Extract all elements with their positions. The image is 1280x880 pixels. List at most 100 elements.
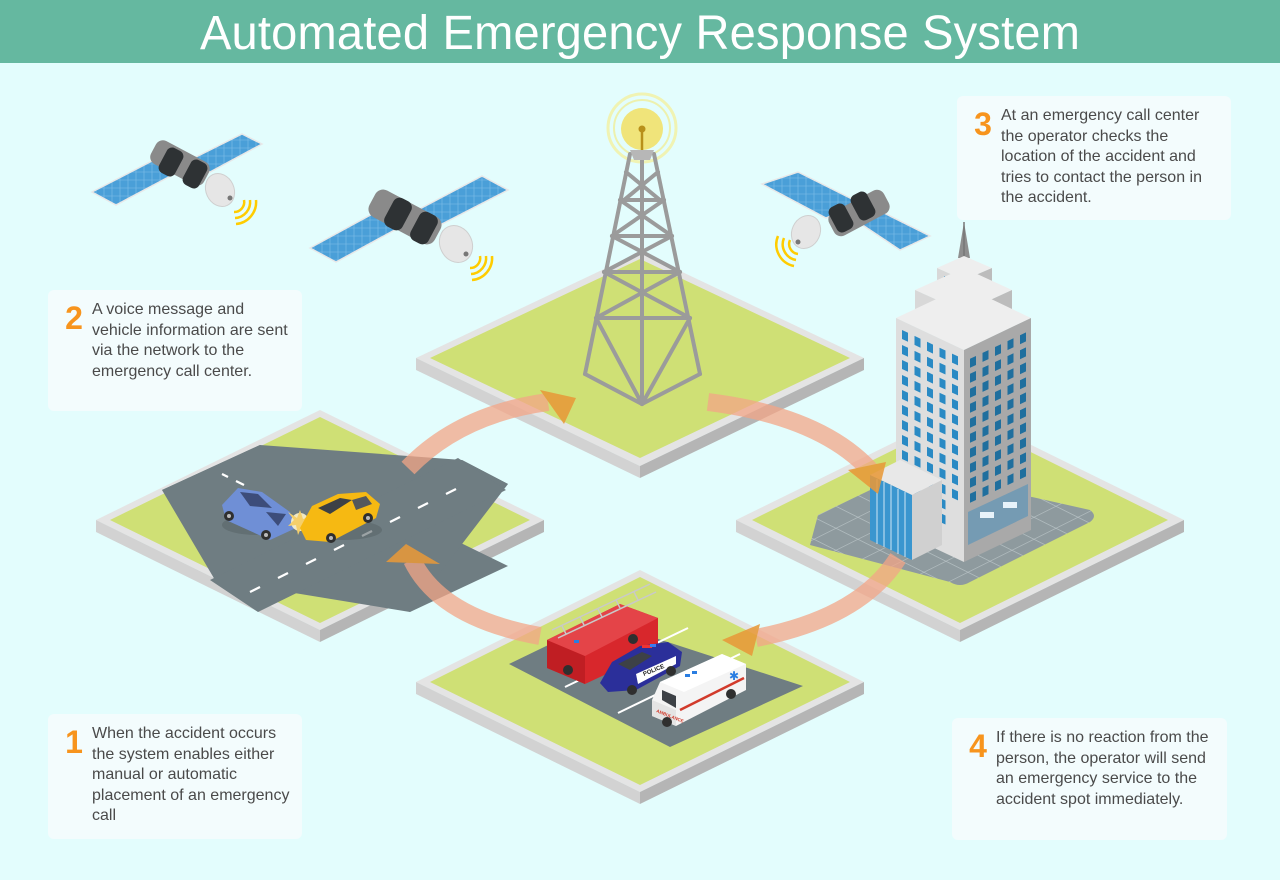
window [995,359,1001,371]
window [982,485,989,497]
window [952,368,958,381]
window [1020,452,1026,465]
step-description: When the accident occurs the system enab… [92,725,290,824]
window [982,455,989,467]
window [902,360,908,372]
window [927,386,933,399]
window [1007,443,1014,456]
window [1020,377,1026,390]
ambulance-icon: AMBULANCE ✱ [652,654,746,727]
flow-arrow-icon [706,393,886,494]
window [939,422,946,435]
window [952,428,958,441]
window [1020,392,1026,405]
window [927,371,933,384]
window [1020,437,1026,450]
window [970,386,976,398]
window [902,345,908,357]
step-card-4: 4 If there is no reaction from the perso… [952,718,1227,840]
window [952,443,958,456]
window [952,353,958,366]
window [927,446,933,459]
window [952,398,958,411]
window [939,437,946,450]
window [902,375,908,387]
window [982,350,989,362]
window [952,413,958,426]
window [995,434,1001,446]
flow-arrow-icon [386,544,542,645]
window [1007,368,1014,381]
window [939,392,946,405]
step-description: If there is no reaction from the person,… [996,729,1209,808]
window [1020,347,1026,360]
window [1007,413,1014,426]
step-card-1: 1 When the accident occurs the system en… [48,714,302,839]
window [927,461,933,474]
window [902,330,908,342]
window [952,458,958,471]
office-building-icon [870,222,1031,562]
window [970,446,976,458]
window [970,461,976,473]
window [1020,332,1026,345]
flow-arrow-icon [722,553,906,656]
window [914,440,921,453]
satellite-icon [90,133,264,226]
page-title: Automated Emergency Response System [199,7,1081,60]
window [970,356,976,368]
window [970,401,976,413]
step-card-3: 3 At an emergency call center the operat… [957,96,1231,220]
step-card-2: 2 A voice message and vehicle informatio… [48,290,302,411]
window [939,467,946,480]
window [939,362,946,375]
window [1020,362,1026,375]
window [914,365,921,378]
window [982,395,989,407]
window [902,405,908,417]
window [995,464,1001,476]
window [995,404,1001,416]
step-number: 3 [974,106,992,142]
window [902,390,908,402]
window [1020,467,1026,480]
window [1007,398,1014,411]
window [995,449,1001,461]
signal-waves-icon [233,199,258,226]
window [939,377,946,390]
flow-arrows [386,390,906,656]
window [914,380,921,393]
satellite-icon [760,171,932,268]
window [914,410,921,423]
window [970,431,976,443]
fire-truck-icon [547,583,658,684]
building-windows [902,330,1026,525]
police-car-icon: POLICE [600,642,682,695]
step-number: 4 [969,728,987,764]
window [970,491,976,503]
window [927,416,933,429]
window [970,476,976,488]
window [982,365,989,377]
window [927,401,933,414]
step-description: At an emergency call center the operator… [1001,107,1202,206]
step-number: 2 [65,300,83,336]
window [952,488,958,501]
window [927,356,933,369]
window [927,341,933,354]
window [1007,473,1014,486]
window [939,347,946,360]
window [1020,407,1026,420]
window [914,335,921,348]
window [995,344,1001,356]
window [902,435,908,447]
diagram-scene: POLICE AMBULANCE ✱ [90,92,1184,804]
flow-arrow-icon [401,390,576,475]
window [995,389,1001,401]
window [927,431,933,444]
signal-waves-icon [469,255,494,282]
window [1007,338,1014,351]
window [914,455,921,468]
window [1020,422,1026,435]
window [970,371,976,383]
